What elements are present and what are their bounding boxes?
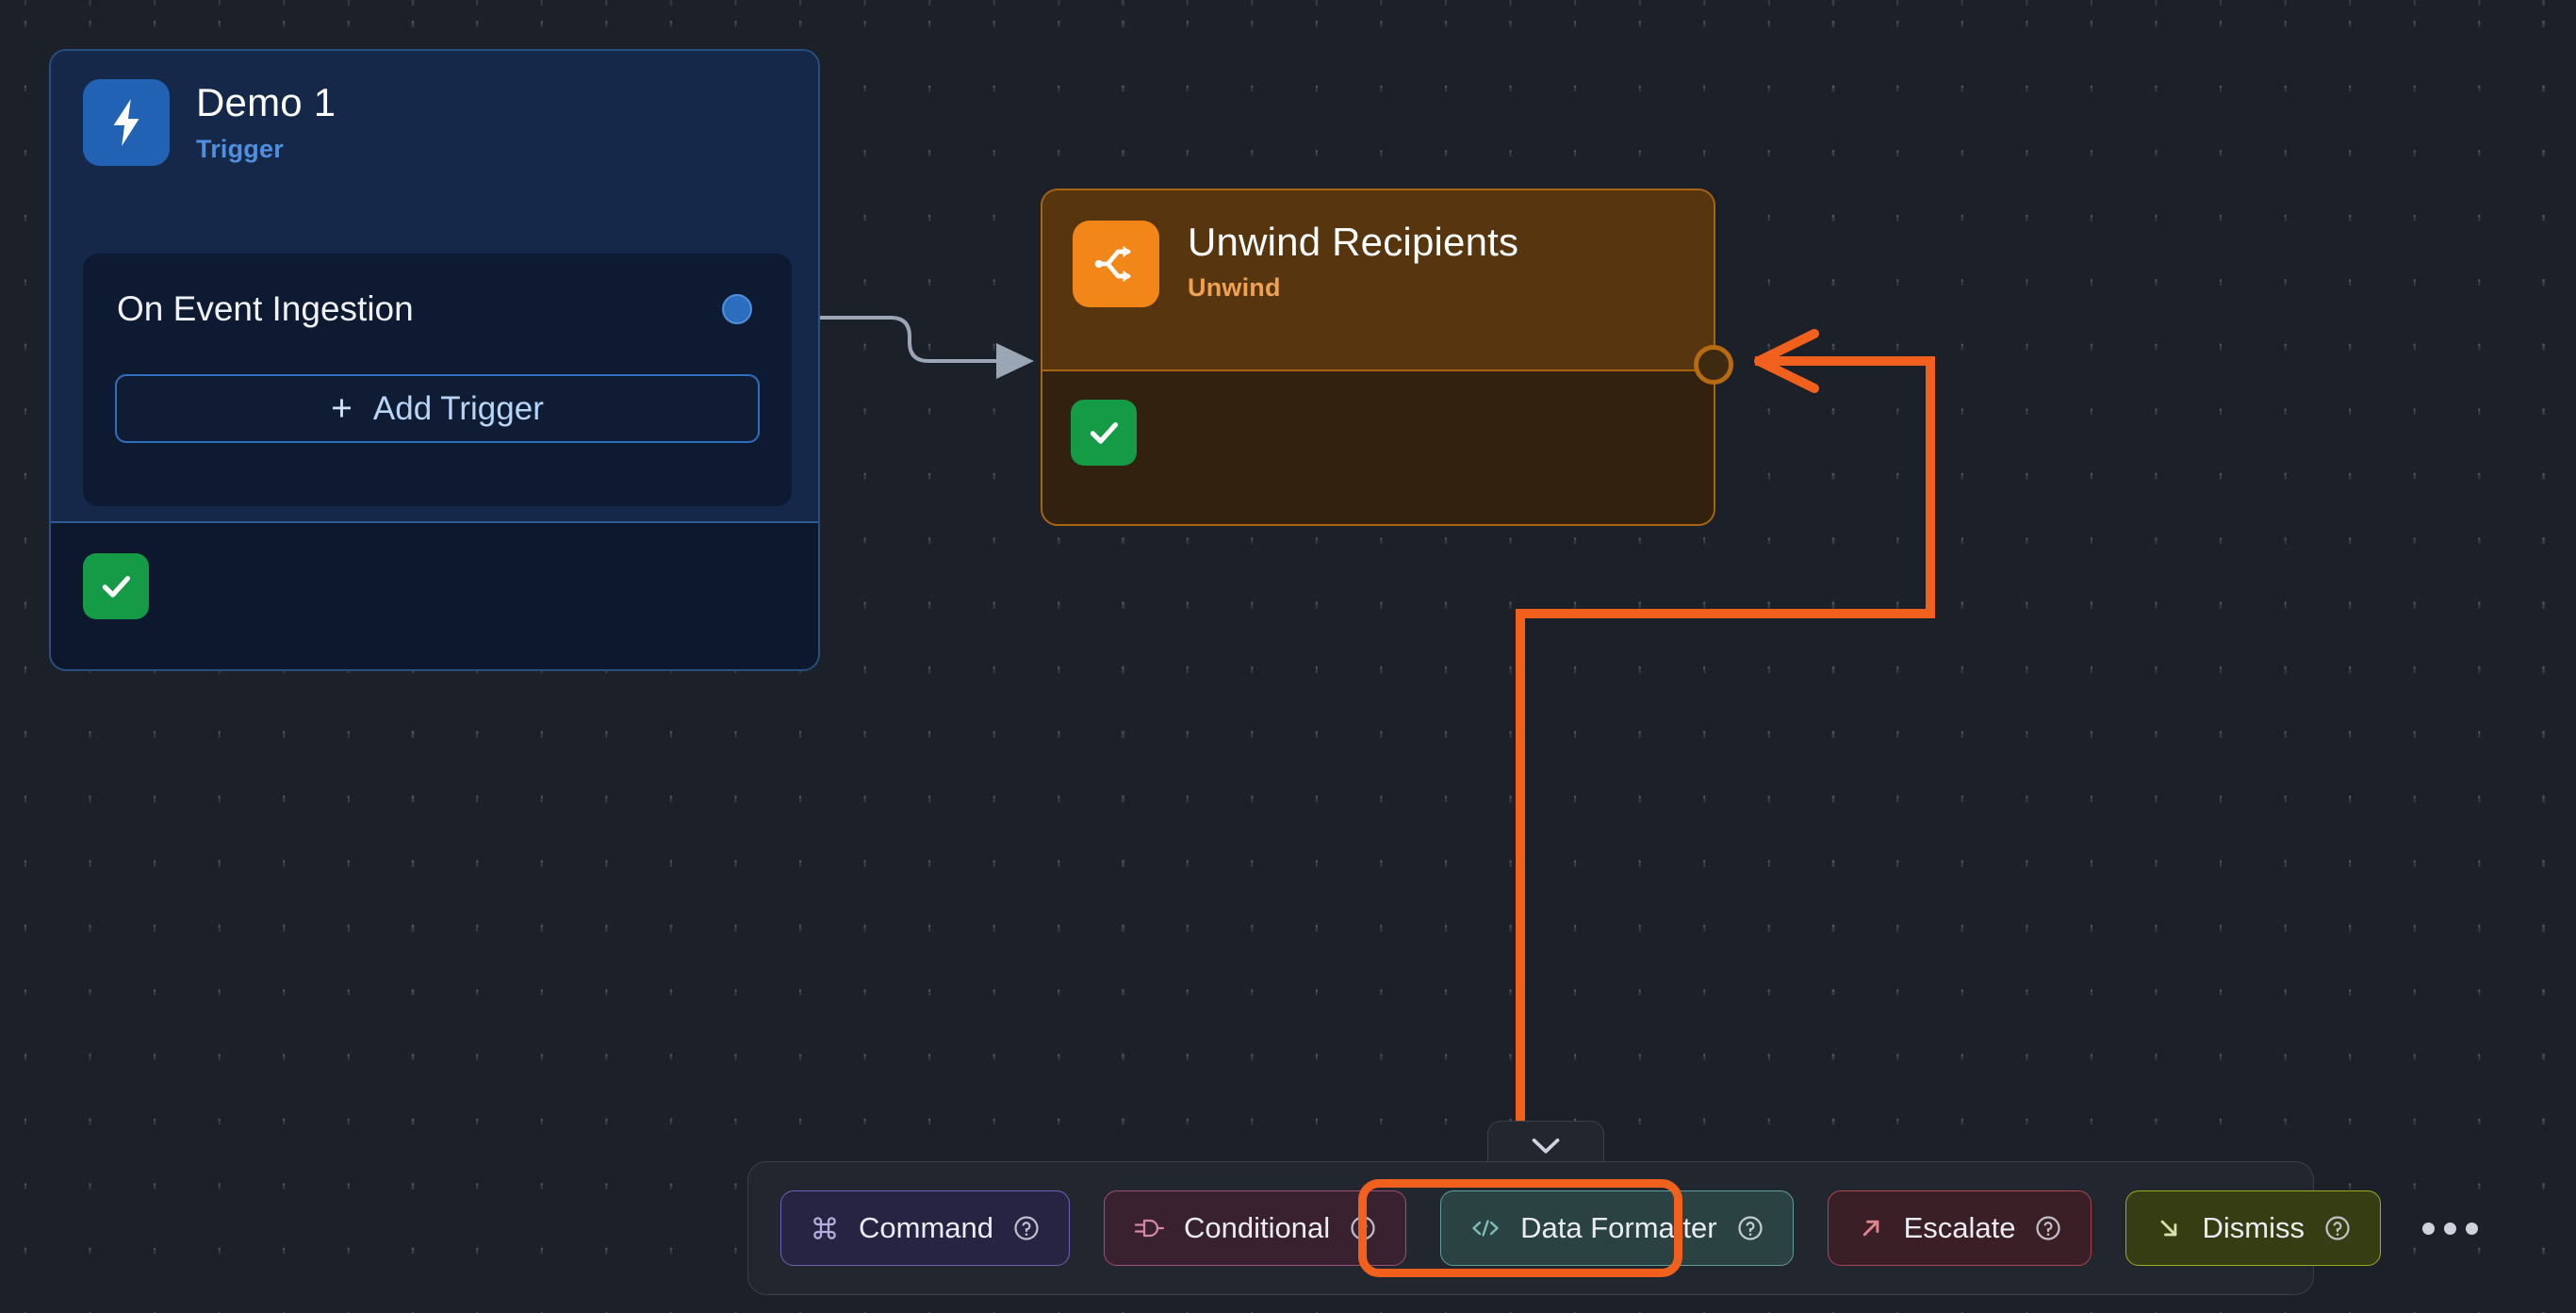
ellipsis-dot [2443, 1222, 2456, 1235]
trigger-card-header: Demo 1 Trigger On Event Ingestion + Add … [51, 51, 818, 523]
unwind-subtitle: Unwind [1188, 273, 1281, 303]
lightning-bolt-icon [83, 79, 170, 166]
shuffle-branch-icon [1073, 221, 1159, 307]
plus-icon: + [331, 387, 353, 429]
arrow-down-right-icon [2155, 1214, 2183, 1242]
question-circle-icon[interactable] [1349, 1214, 1377, 1242]
add-trigger-button[interactable]: + Add Trigger [115, 374, 760, 443]
toolbar-button-dismiss-label: Dismiss [2202, 1211, 2305, 1244]
toolbar-button-data-formatter-label: Data Formatter [1520, 1211, 1717, 1244]
trigger-subtitle: Trigger [196, 134, 284, 163]
input-port[interactable] [1694, 345, 1733, 385]
unwind-title: Unwind Recipients [1188, 220, 1519, 264]
trigger-panel: On Event Ingestion + Add Trigger [83, 254, 792, 506]
check-icon [83, 553, 149, 619]
trigger-event-label: On Event Ingestion [117, 289, 414, 328]
toolbar-button-data-formatter[interactable]: Data Formatter [1440, 1190, 1794, 1266]
chevron-down-icon [1532, 1138, 1560, 1153]
toolbar-button-escalate-label: Escalate [1903, 1211, 2016, 1244]
node-card-trigger[interactable]: Demo 1 Trigger On Event Ingestion + Add … [49, 49, 820, 671]
question-circle-icon[interactable] [2323, 1214, 2352, 1242]
unwind-card-body [1042, 371, 1714, 524]
logic-gate-icon [1133, 1216, 1165, 1240]
add-trigger-label: Add Trigger [372, 389, 544, 427]
code-brackets-icon [1469, 1216, 1501, 1240]
ellipsis-dot [2421, 1222, 2435, 1235]
trigger-card-footer [51, 523, 818, 669]
toolbar-button-command-label: Command [859, 1211, 993, 1244]
trigger-title: Demo 1 [196, 80, 336, 125]
output-port[interactable] [722, 294, 752, 324]
toolbar-button-conditional-label: Conditional [1184, 1211, 1331, 1244]
toolbar-button-conditional[interactable]: Conditional [1104, 1190, 1407, 1266]
arrow-up-right-icon [1857, 1214, 1885, 1242]
node-card-unwind[interactable]: Unwind Recipients Unwind [1041, 189, 1733, 526]
check-icon [1071, 400, 1137, 466]
question-circle-icon[interactable] [2034, 1214, 2062, 1242]
toolbar-button-command[interactable]: Command [780, 1190, 1070, 1266]
command-icon [810, 1213, 840, 1243]
ellipsis-icon[interactable] [2421, 1222, 2478, 1235]
question-circle-icon[interactable] [1736, 1214, 1764, 1242]
ellipsis-dot [2465, 1222, 2478, 1235]
action-toolbar[interactable]: Command Conditional [747, 1161, 2478, 1295]
question-circle-icon[interactable] [1012, 1214, 1041, 1242]
toolbar-button-escalate[interactable]: Escalate [1827, 1190, 2092, 1266]
unwind-card-header: Unwind Recipients Unwind [1042, 190, 1714, 371]
toolbar-button-dismiss[interactable]: Dismiss [2125, 1190, 2381, 1266]
